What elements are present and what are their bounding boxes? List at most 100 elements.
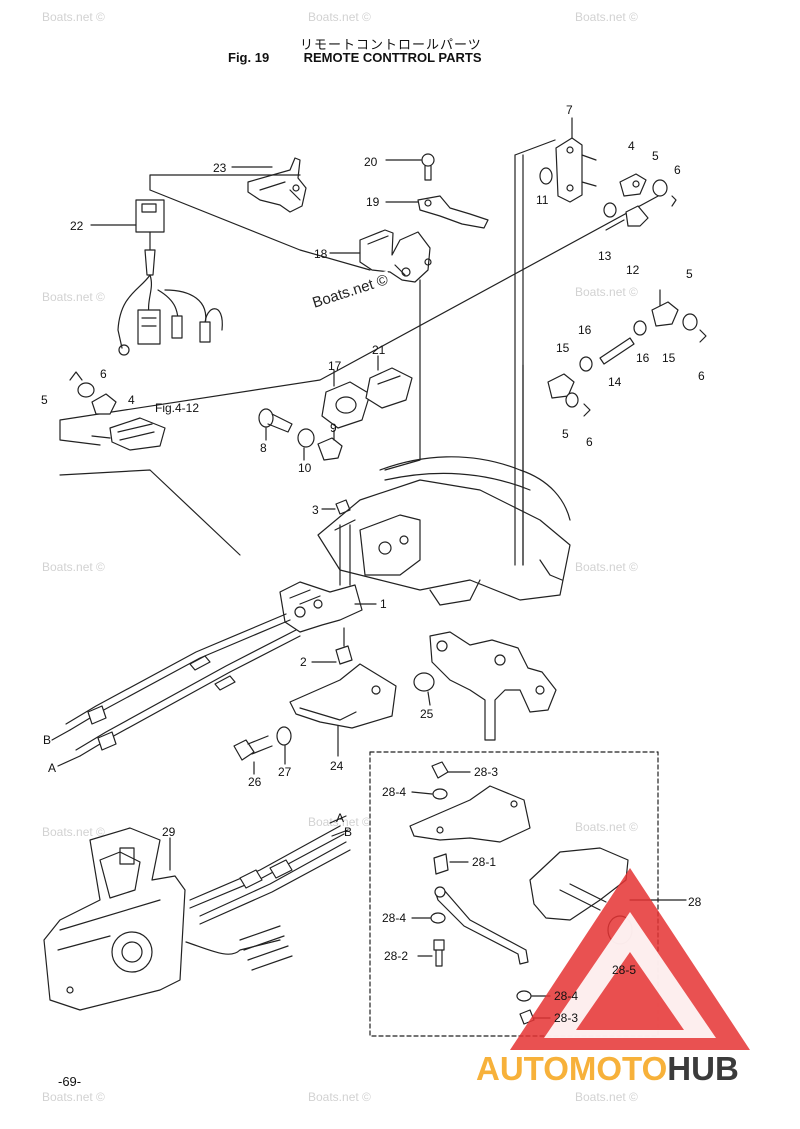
part-28-4-washer bbox=[516, 990, 532, 1002]
remote-cables bbox=[185, 825, 351, 971]
cable-label-a: A bbox=[336, 811, 345, 825]
figure-number: Fig. 19 bbox=[228, 50, 270, 65]
watermark: Boats.net © bbox=[42, 290, 105, 304]
part-16-nut bbox=[633, 320, 647, 336]
callout-16: 16 bbox=[636, 351, 650, 365]
watermark: Boats.net © bbox=[308, 10, 371, 24]
callout-13: 13 bbox=[598, 249, 612, 263]
brand-wordmark-part2: HUB bbox=[667, 1050, 739, 1087]
callout-28-4: 28-4 bbox=[382, 911, 407, 925]
callout-17: 17 bbox=[328, 359, 342, 373]
callout-4: 4 bbox=[628, 139, 635, 153]
part-5-washer bbox=[652, 179, 668, 197]
watermark: Boats.net © bbox=[308, 1090, 371, 1104]
part-20-screw bbox=[421, 153, 435, 181]
watermark: Boats.net © bbox=[308, 815, 371, 829]
callout-5: 5 bbox=[652, 149, 659, 163]
part-28-3-nut bbox=[431, 761, 449, 779]
part-28-2-bolt bbox=[433, 939, 445, 967]
watermark: Boats.net © bbox=[575, 285, 638, 299]
cable-label-b: B bbox=[344, 825, 353, 839]
fig-4-12-component bbox=[91, 417, 166, 451]
callout-8: 8 bbox=[260, 441, 267, 455]
part-23-cover bbox=[247, 157, 307, 213]
part-14-rod bbox=[599, 337, 635, 365]
callout-12: 12 bbox=[626, 263, 640, 277]
callout-21: 21 bbox=[372, 343, 386, 357]
callout-28-4: 28-4 bbox=[554, 989, 579, 1003]
part-22-harness bbox=[117, 199, 223, 356]
callout-20: 20 bbox=[364, 155, 378, 169]
part-9-bushing bbox=[317, 437, 343, 461]
callout-26: 26 bbox=[248, 775, 262, 789]
part-27-washer bbox=[276, 726, 292, 746]
part-13-washer bbox=[603, 202, 617, 218]
callout-15: 15 bbox=[556, 341, 570, 355]
callout-16: 16 bbox=[578, 323, 592, 337]
watermark: Boats.net © bbox=[575, 10, 638, 24]
watermark: Boats.net © bbox=[575, 820, 638, 834]
watermark: Boats.net © bbox=[42, 10, 105, 24]
watermark: Boats.net © bbox=[42, 560, 105, 574]
part-4-joint bbox=[619, 173, 647, 197]
callout-28-3: 28-3 bbox=[474, 765, 499, 779]
part-28-4-washer bbox=[432, 788, 448, 800]
part-28-kit-boundary bbox=[369, 751, 659, 1037]
part-15-joint bbox=[547, 373, 575, 399]
callout-18: 18 bbox=[314, 247, 328, 261]
callout-28-5: 28-5 bbox=[612, 963, 637, 977]
callout-27: 27 bbox=[278, 765, 292, 779]
part-28-bracket bbox=[409, 785, 531, 843]
part-8-pin bbox=[258, 408, 293, 433]
page-number: -69- bbox=[58, 1074, 82, 1089]
part-7-link bbox=[555, 137, 597, 203]
part-28-1-collar bbox=[433, 853, 449, 875]
part-21-pad bbox=[365, 367, 413, 409]
callout-25: 25 bbox=[420, 707, 434, 721]
part-6-clip bbox=[69, 371, 83, 381]
part-18-bracket bbox=[359, 229, 432, 283]
control-cables bbox=[65, 613, 301, 757]
callout-28-3: 28-3 bbox=[554, 1011, 579, 1025]
part-3-nut bbox=[335, 499, 351, 515]
part-25-bushing bbox=[413, 672, 435, 692]
figure-title-english: REMOTE CONTTROL PARTS bbox=[303, 50, 482, 65]
figure-reference: Fig.4-12 bbox=[155, 401, 200, 415]
watermark: Boats.net © bbox=[575, 1090, 638, 1104]
part-5-washer bbox=[77, 382, 95, 398]
part-6-clip bbox=[699, 329, 707, 343]
callout-6: 6 bbox=[100, 367, 107, 381]
part-28-rod bbox=[434, 886, 529, 965]
callout-4: 4 bbox=[128, 393, 135, 407]
part-11-washer bbox=[539, 167, 553, 185]
cable-label-a: A bbox=[48, 761, 57, 775]
brand-wordmark: AUTOMOTOHUB bbox=[476, 1050, 739, 1088]
figure-title: Fig. 19 REMOTE CONTTROL PARTS bbox=[228, 50, 482, 65]
callout-5: 5 bbox=[686, 267, 693, 281]
callout-2: 2 bbox=[300, 655, 307, 669]
cable-label-b: B bbox=[43, 733, 52, 747]
callout-24: 24 bbox=[330, 759, 344, 773]
part-5-washer bbox=[682, 313, 698, 331]
part-6-clip bbox=[583, 403, 591, 417]
brand-wordmark-part1: AUTOMOTO bbox=[476, 1050, 668, 1087]
part-10-washer bbox=[297, 428, 315, 448]
callout-28-4: 28-4 bbox=[382, 785, 407, 799]
part-5-washer bbox=[565, 392, 579, 408]
callout-11: 11 bbox=[536, 193, 549, 207]
brand-logo-triangle bbox=[510, 868, 750, 1050]
part-2-bolt bbox=[335, 627, 353, 665]
callout-7: 7 bbox=[566, 103, 573, 117]
part-12-bolt bbox=[605, 205, 649, 231]
part-26-bolt bbox=[233, 735, 273, 761]
part-19-plate bbox=[417, 195, 489, 229]
callout-1: 1 bbox=[380, 597, 387, 611]
part-24-plate bbox=[289, 663, 397, 729]
callout-28-2: 28-2 bbox=[384, 949, 409, 963]
callout-6: 6 bbox=[698, 369, 705, 383]
callout-9: 9 bbox=[330, 421, 337, 435]
part-16-nut bbox=[579, 356, 593, 372]
callout-14: 14 bbox=[608, 375, 622, 389]
part-4-joint bbox=[91, 393, 117, 415]
